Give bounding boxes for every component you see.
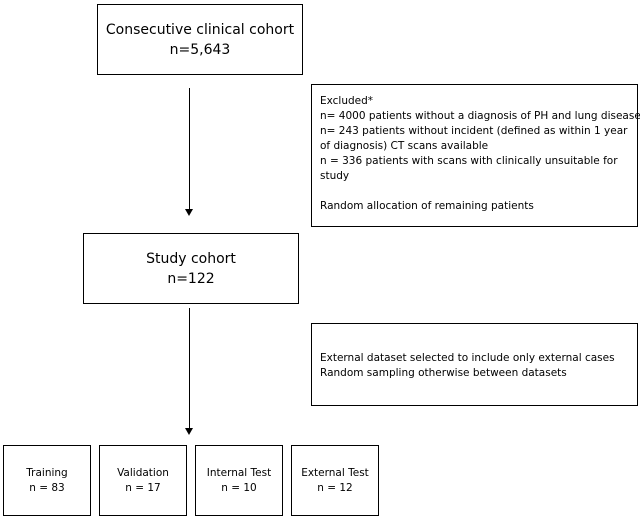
split-count: n = 10 xyxy=(221,481,257,494)
split-external-test-box: External Test n = 12 xyxy=(291,445,379,516)
split-count: n = 17 xyxy=(125,481,161,494)
sampling-line: External dataset selected to include onl… xyxy=(320,352,615,364)
split-count: n = 83 xyxy=(29,481,65,494)
exclusion-line: study xyxy=(320,170,350,182)
exclusion-line: n = 336 patients with scans with clinica… xyxy=(320,155,618,167)
consecutive-cohort-box: Consecutive clinical cohort n=5,643 xyxy=(97,4,303,75)
exclusion-line: of diagnosis) CT scans available xyxy=(320,140,489,152)
arrow-line-2 xyxy=(189,308,190,429)
exclusion-box: Excluded* n= 4000 patients without a dia… xyxy=(311,84,640,227)
arrow-line-1 xyxy=(189,88,190,210)
split-validation-box: Validation n = 17 xyxy=(99,445,187,516)
study-title: Study cohort xyxy=(146,250,236,267)
split-internal-test-box: Internal Test n = 10 xyxy=(195,445,283,516)
study-count: n=122 xyxy=(167,270,215,287)
split-training-box: Training n = 83 xyxy=(3,445,91,516)
study-cohort-box: Study cohort n=122 xyxy=(83,233,299,304)
split-label: External Test xyxy=(301,466,369,479)
split-label: Internal Test xyxy=(206,466,272,479)
sampling-line: Random sampling otherwise between datase… xyxy=(320,367,567,379)
exclusion-line: Random allocation of remaining patients xyxy=(320,200,534,212)
cohort-title: Consecutive clinical cohort xyxy=(105,21,295,38)
exclusion-line: n= 243 patients without incident (define… xyxy=(320,125,628,137)
exclusion-heading: Excluded* xyxy=(320,95,374,107)
arrowhead-1 xyxy=(185,209,193,216)
cohort-count: n=5,643 xyxy=(169,41,231,58)
split-count: n = 12 xyxy=(317,481,353,494)
split-label: Training xyxy=(26,466,68,479)
exclusion-spacer xyxy=(320,184,629,199)
exclusion-line: n= 4000 patients without a diagnosis of … xyxy=(320,110,640,122)
arrowhead-2 xyxy=(185,428,193,435)
split-label: Validation xyxy=(117,466,169,479)
sampling-box: External dataset selected to include onl… xyxy=(311,323,638,406)
